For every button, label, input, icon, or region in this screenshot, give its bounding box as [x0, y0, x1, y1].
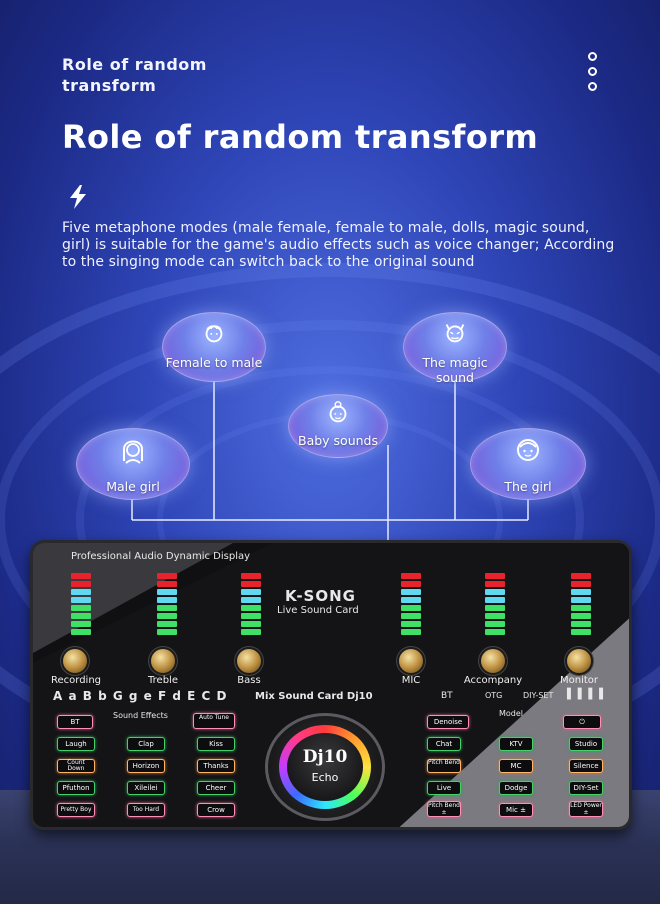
knob-label: Bass	[237, 675, 261, 686]
bass-knob[interactable]	[237, 649, 261, 673]
sound-effects-title: Sound Effects	[113, 711, 168, 720]
mode-male-girl[interactable]: Male girl	[76, 428, 190, 500]
pfuthon-button[interactable]: Pfuthon	[57, 781, 95, 795]
kiss-button[interactable]: Kiss	[197, 737, 235, 751]
dial-label: Echo	[311, 771, 339, 784]
knob-label: Monitor	[559, 675, 598, 686]
girl-face-icon	[123, 440, 143, 464]
description: Five metaphone modes (male female, femal…	[62, 220, 615, 270]
xileilei-button[interactable]: Xileilei	[127, 781, 165, 795]
mode-label: Male girl	[106, 479, 160, 494]
boy-face-icon	[205, 325, 223, 343]
dial-inner	[287, 733, 363, 801]
brand-name: K-SONG	[285, 587, 356, 605]
clap-button[interactable]: Clap	[127, 737, 165, 751]
knob-label: Treble	[148, 675, 178, 686]
pitch-bend-adjust-button[interactable]: Pitch Bend ±	[427, 801, 461, 817]
level-meter	[157, 573, 177, 637]
mode-the-magic-sound[interactable]: The magic sound	[403, 312, 507, 385]
strip-model: Mix Sound Card Dj10	[255, 691, 373, 702]
horizon-button[interactable]: Horizon	[127, 759, 165, 773]
mode-the-girl[interactable]: The girl	[470, 428, 586, 500]
chat-button[interactable]: Chat	[427, 737, 461, 751]
thanks-button[interactable]: Thanks	[197, 759, 235, 773]
level-meter	[485, 573, 505, 637]
pretty-boy-button[interactable]: Pretty Boy	[57, 803, 95, 817]
monitor-knob[interactable]	[567, 649, 591, 673]
mic-adjust-button[interactable]: Mic ±	[499, 803, 533, 817]
mode-label: Female to male	[165, 355, 263, 370]
pitch-bend-button[interactable]: Pitch Bend	[427, 759, 461, 773]
strip-bars-icon: ▌▌▌▌	[567, 689, 610, 700]
denoise-button[interactable]: Denoise	[427, 715, 469, 729]
led-power-button[interactable]: LED Power ±	[569, 801, 603, 817]
model-title: Model	[499, 709, 524, 718]
crow-button[interactable]: Crow	[197, 803, 235, 817]
girl-smile-icon	[517, 439, 539, 461]
devil-face-icon	[445, 324, 465, 343]
recording-knob[interactable]	[63, 649, 87, 673]
page-title: Role of random transform	[62, 118, 539, 156]
ktv-button[interactable]: KTV	[499, 737, 533, 751]
section-label: Role of random transform	[62, 55, 207, 95]
lightning-icon	[70, 185, 86, 209]
strip-otg: OTG	[485, 691, 503, 700]
power-button[interactable]: ⏻	[563, 715, 601, 729]
strip-diy: DIY-SET	[523, 691, 554, 700]
mc-button[interactable]: MC	[499, 759, 533, 773]
level-meter	[571, 573, 591, 637]
dodge-button[interactable]: Dodge	[499, 781, 533, 795]
sound-card-device: Professional Audio Dynamic Display K-SON…	[30, 540, 632, 830]
display-title: Professional Audio Dynamic Display	[71, 551, 251, 562]
live-button[interactable]: Live	[427, 781, 461, 795]
knob-label: MIC	[401, 675, 421, 686]
studio-button[interactable]: Studio	[569, 737, 603, 751]
mode-label: The girl	[504, 479, 552, 494]
mode-female-to-male[interactable]: Female to male	[162, 312, 266, 382]
bt-button[interactable]: BT	[57, 715, 93, 729]
strip-bt: BT	[441, 691, 453, 701]
silence-button[interactable]: Silence	[569, 759, 603, 773]
cheer-button[interactable]: Cheer	[197, 781, 235, 795]
dial-logo: Dj10	[302, 747, 348, 767]
too-hard-button[interactable]: Too Hard	[127, 803, 165, 817]
diy-set-button[interactable]: DIY-Set	[569, 781, 603, 795]
echo-dial[interactable]: Dj10 Echo	[261, 713, 389, 821]
knob-label: Recording	[50, 675, 101, 686]
mode-baby-sounds[interactable]: Baby sounds	[288, 394, 388, 458]
level-meter	[241, 573, 261, 637]
level-meter	[71, 573, 91, 637]
knob-label: Accompany	[463, 675, 523, 686]
baby-face-icon	[329, 401, 347, 423]
mode-label: Baby sounds	[298, 433, 378, 448]
mic-knob[interactable]	[399, 649, 423, 673]
level-meter	[401, 573, 421, 637]
more-dots-icon[interactable]	[586, 52, 598, 98]
accompany-knob[interactable]	[481, 649, 505, 673]
count-down-button[interactable]: Count Down	[57, 759, 95, 773]
brand-subtitle: Live Sound Card	[277, 605, 359, 616]
treble-knob[interactable]	[151, 649, 175, 673]
laugh-button[interactable]: Laugh	[57, 737, 95, 751]
strip-letters: A a B b G g e F d E C D	[53, 689, 228, 703]
mode-label: The magic sound	[422, 355, 488, 385]
auto-tune-button[interactable]: Auto Tune	[193, 713, 235, 729]
